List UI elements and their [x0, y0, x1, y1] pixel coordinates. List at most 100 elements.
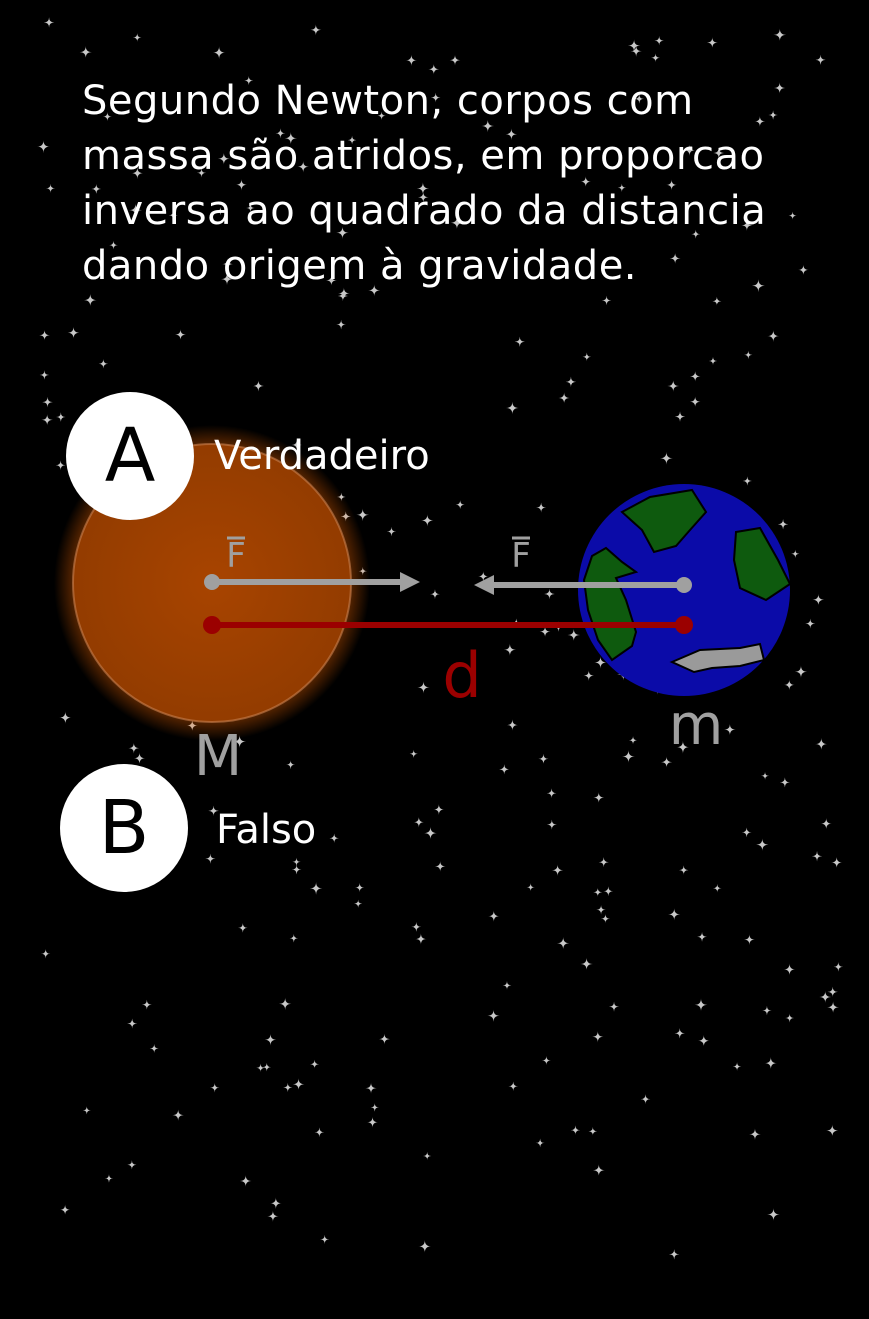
star-icon: [754, 116, 766, 127]
star-icon: [622, 750, 635, 763]
force-arrow-on-large-mass: [204, 572, 420, 592]
star-icon: [262, 1062, 272, 1072]
question-text: Segundo Newton, corpos com massa são atr…: [82, 74, 852, 294]
star-icon: [706, 37, 718, 49]
star-icon: [708, 356, 718, 366]
star-icon: [505, 128, 518, 140]
star-icon: [791, 549, 800, 558]
star-icon: [546, 819, 557, 830]
option-b-label[interactable]: Falso: [216, 807, 317, 853]
star-icon: [149, 1044, 159, 1053]
star-icon: [365, 1082, 377, 1094]
star-icon: [133, 752, 146, 765]
option-b-button[interactable]: B: [60, 764, 188, 892]
question-line: Segundo Newton, corpos com: [82, 78, 694, 124]
star-icon: [424, 826, 437, 840]
star-icon: [487, 1009, 500, 1022]
star-icon: [558, 392, 570, 404]
star-icon: [46, 183, 56, 193]
star-icon: [741, 219, 753, 231]
star-icon: [367, 1116, 379, 1128]
star-icon: [819, 991, 832, 1003]
option-a-button[interactable]: A: [66, 392, 194, 520]
star-icon: [503, 643, 517, 656]
star-icon: [37, 140, 50, 154]
option-a-label[interactable]: Verdadeiro: [214, 433, 430, 479]
star-icon: [79, 45, 92, 59]
star-icon: [697, 1034, 710, 1047]
star-icon: [291, 440, 302, 450]
star-icon: [777, 519, 789, 530]
star-icon: [109, 240, 118, 250]
star-icon: [270, 1197, 282, 1210]
star-icon: [812, 593, 825, 606]
star-icon: [175, 329, 186, 341]
force-label-right-group: F: [511, 536, 531, 576]
star-icon: [217, 152, 230, 165]
star-icon: [238, 923, 248, 933]
star-icon: [668, 908, 681, 921]
star-icon: [651, 53, 660, 63]
star-icon: [430, 92, 441, 103]
star-icon: [411, 921, 422, 932]
star-icon: [67, 326, 80, 339]
large-mass-label: M: [194, 724, 242, 789]
star-icon: [661, 756, 673, 768]
star-icon: [833, 962, 844, 972]
star-icon: [83, 293, 97, 307]
question-line: dando origem à gravidade.: [82, 243, 638, 289]
star-icon: [337, 290, 348, 302]
star-icon: [233, 735, 247, 749]
star-icon: [41, 414, 53, 426]
earth-continent-north: [620, 488, 708, 554]
star-icon: [418, 1239, 432, 1253]
earth-ice-cap: [669, 642, 766, 674]
star-icon: [59, 711, 72, 724]
star-icon: [514, 336, 525, 347]
star-icon: [289, 933, 299, 943]
star-icon: [712, 296, 722, 306]
star-icon: [128, 742, 140, 754]
star-icon: [535, 1138, 545, 1148]
star-icon: [732, 1062, 742, 1071]
star-icon: [785, 1013, 795, 1023]
star-icon: [741, 827, 752, 838]
star-icon: [596, 905, 606, 915]
star-icon: [756, 838, 769, 851]
star-icon: [592, 1164, 605, 1177]
star-icon: [598, 857, 609, 868]
star-icon: [594, 656, 607, 669]
star-icon: [539, 626, 551, 637]
star-icon: [570, 1125, 581, 1135]
star-icon: [506, 401, 519, 415]
star-icon: [368, 284, 381, 297]
star-icon: [551, 864, 564, 876]
star-icon: [329, 833, 339, 843]
star-icon: [603, 886, 614, 897]
star-icon: [481, 119, 495, 133]
star-icon: [676, 740, 690, 754]
star-icon: [42, 396, 53, 408]
star-icon: [565, 376, 577, 388]
star-icon: [210, 1083, 220, 1093]
star-icon: [347, 135, 357, 145]
star-icon: [788, 211, 797, 220]
star-icon: [455, 500, 465, 510]
star-icon: [309, 881, 323, 895]
star-icon: [275, 128, 286, 139]
star-icon: [267, 1210, 279, 1222]
star-icon: [131, 167, 144, 180]
star-icon: [674, 1028, 685, 1039]
star-icon: [588, 1127, 598, 1136]
star-icon: [689, 396, 701, 408]
star-icon: [660, 451, 673, 465]
star-icon: [580, 957, 593, 971]
distance-line: [203, 616, 693, 634]
star-icon: [724, 723, 736, 736]
star-icon: [310, 24, 322, 36]
star-icon: [291, 864, 302, 875]
star-icon: [246, 203, 255, 213]
star-icon: [751, 279, 765, 293]
star-icon: [654, 36, 664, 46]
